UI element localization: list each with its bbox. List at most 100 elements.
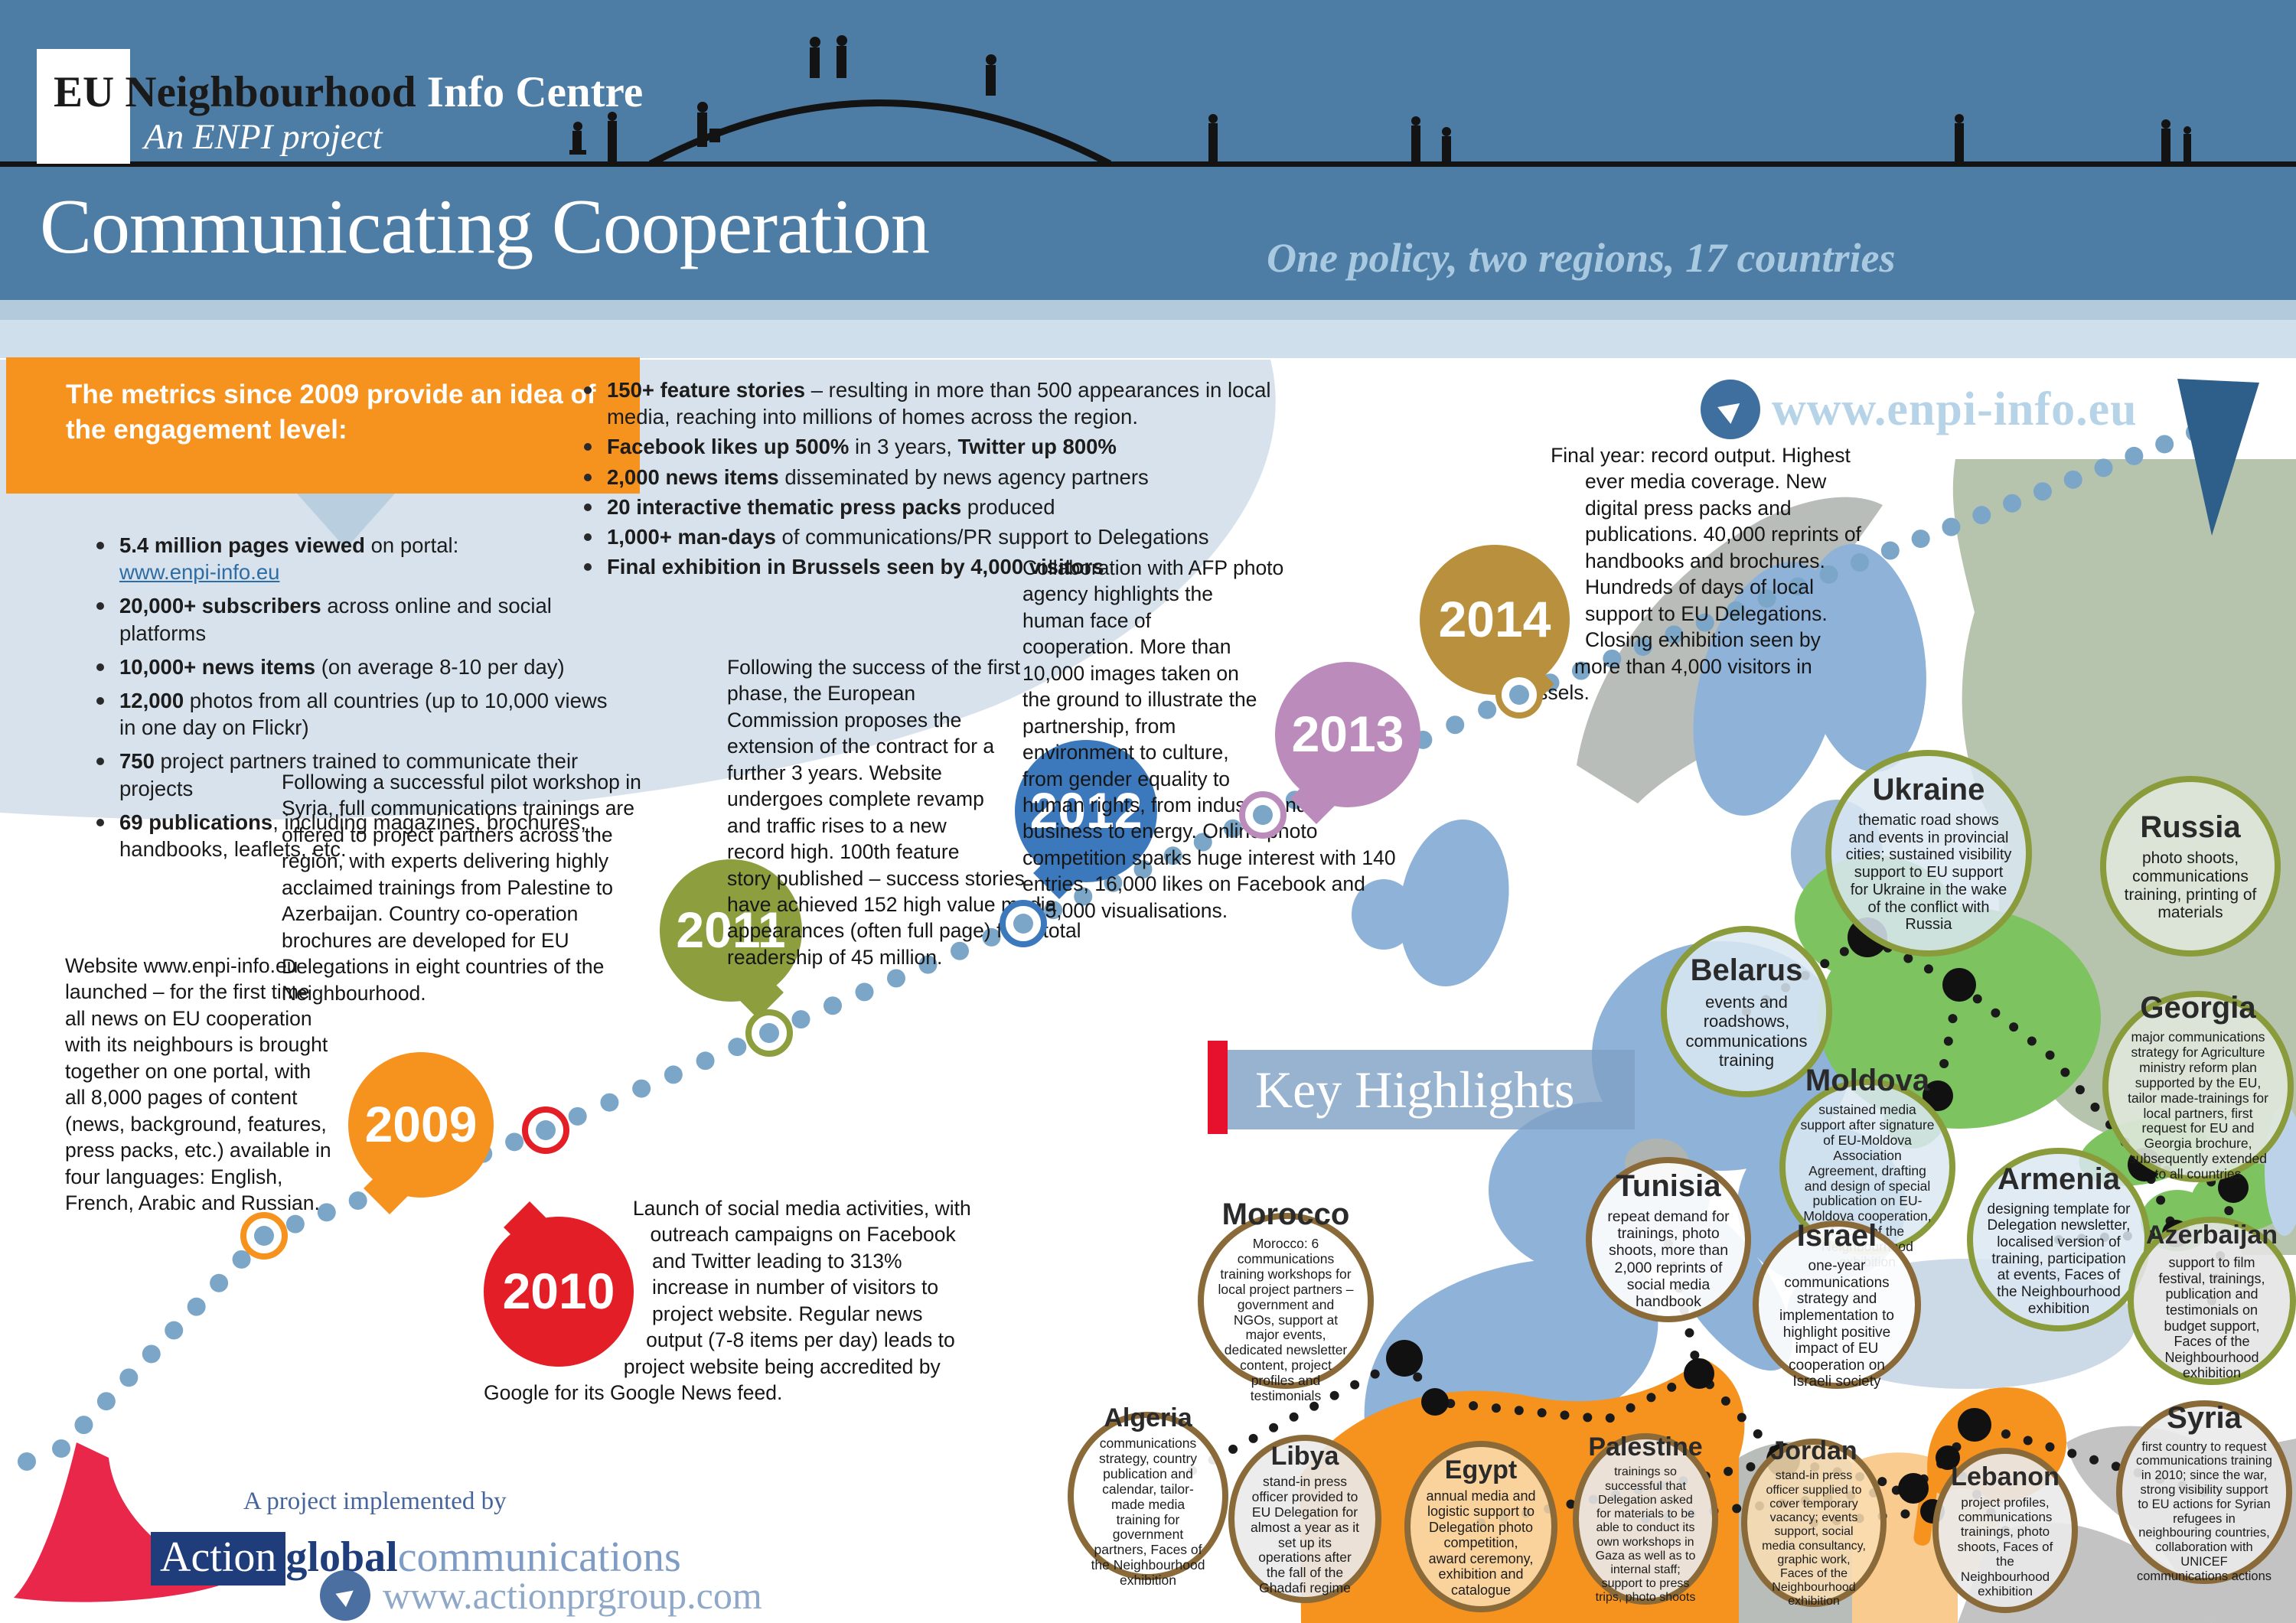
country-bubble-belarus: Belarus events and roadshows, communicat…	[1661, 926, 1832, 1097]
timeline-note: Following a successful pilot workshop in…	[282, 771, 641, 1005]
map-ireland	[1352, 879, 1416, 950]
country-note: repeat demand for trainings, photo shoot…	[1607, 1207, 1730, 1310]
country-note: project profiles, communications trainin…	[1957, 1494, 2053, 1599]
header-band	[0, 0, 2296, 300]
metrics-pointer-triangle	[297, 494, 395, 549]
key-highlights-title: Key Highlights	[1255, 1060, 1575, 1119]
bridge-silhouettes	[66, 35, 2191, 167]
country-note: events and roadshows, communications tra…	[1685, 992, 1808, 1070]
timeline-node-2013	[1239, 791, 1287, 839]
enpi-website-link[interactable]: www.enpi-info.eu	[1772, 383, 2138, 435]
metric-item: 750 project partners trained to communic…	[83, 748, 626, 801]
country-name: Algeria	[1104, 1403, 1192, 1432]
timeline-node-2009	[240, 1212, 288, 1260]
country-name: Lebanon	[1951, 1462, 2060, 1491]
country-note: photo shoots, communications training, p…	[2124, 849, 2257, 922]
map-uk	[1399, 819, 1509, 987]
country-bubble-algeria: Algeria communications strategy, country…	[1068, 1403, 1228, 1588]
country-note: stand-in press officer provided to EU De…	[1251, 1473, 1359, 1596]
timeline-entry-2011: 2011 Following a successful pilot worksh…	[282, 769, 802, 1098]
country-bubble-egypt: Egypt annual media and logistic support …	[1404, 1441, 1557, 1612]
metrics-heading-box: The metrics since 2009 provide an idea o…	[6, 357, 640, 494]
country-bubble-jordan: Jordan stand-in press officer supplied t…	[1741, 1436, 1887, 1608]
country-bubble-libya: Libya stand-in press officer provided to…	[1228, 1435, 1381, 1603]
timeline-entry-2014: 2014 Final year: record output. Highest …	[1420, 442, 1864, 764]
page-title: Communicating Cooperation	[40, 184, 930, 270]
country-name: Moldova	[1805, 1063, 1930, 1097]
implemented-by-label: A project implemented by	[243, 1488, 507, 1515]
metric-item: 69 publications, including magazines, br…	[83, 809, 626, 862]
divider-band-light	[0, 320, 2296, 358]
country-name: Ukraine	[1872, 772, 1985, 807]
actionpr-website-link[interactable]: www.actionprgroup.com	[383, 1574, 762, 1617]
metric-item: Final exhibition in Brussels seen by 4,0…	[570, 553, 1286, 580]
country-name: Russia	[2140, 810, 2241, 844]
timeline-entry-2009: 2009 Website www.enpi-info.eu launched –…	[65, 953, 494, 1274]
country-note: communications strategy, country publica…	[1091, 1435, 1205, 1589]
year-balloon-2014: 2014	[1420, 545, 1570, 710]
country-name: Morocco	[1221, 1197, 1350, 1231]
metrics-list-left: 5.4 million pages viewed on portal:www.e…	[83, 532, 626, 869]
country-bubble-azerbaijan: Azerbaijan support to film festival, tra…	[2128, 1217, 2296, 1385]
metric-item: 10,000+ news items (on average 8-10 per …	[83, 653, 626, 680]
country-note: thematic road shows and events in provin…	[1845, 811, 2012, 934]
country-note: stand-in press officer supplied to cover…	[1762, 1469, 1866, 1608]
country-name: Syria	[2167, 1400, 2242, 1435]
key-highlights-red-bar	[1208, 1041, 1228, 1134]
year-balloon-2011: 2011	[660, 859, 802, 1018]
paper-plane-icon	[320, 1570, 370, 1621]
country-name: Armenia	[1997, 1162, 2121, 1196]
person-sitting	[569, 122, 586, 155]
tagline: One policy, two regions, 17 countries	[1267, 235, 1896, 281]
country-name: Jordan	[1770, 1436, 1857, 1466]
timeline-note: Website www.enpi-info.eu launched – for …	[65, 954, 331, 1214]
country-name: Palestine	[1588, 1432, 1703, 1462]
action-sail-logo	[14, 1442, 233, 1602]
timeline-node-2011	[745, 1009, 793, 1057]
timeline-node-2012	[1000, 900, 1047, 947]
year-balloon-2012: 2012	[1015, 740, 1157, 899]
country-note: one-year communications strategy and imp…	[1779, 1257, 1894, 1390]
timeline-arrow-icon	[2177, 379, 2259, 536]
timeline-node-2010	[522, 1106, 569, 1154]
key-highlights-banner: Key Highlights	[1228, 1050, 1635, 1129]
country-name: Belarus	[1690, 953, 1803, 988]
country-note: first country to request communications …	[2136, 1439, 2272, 1583]
year-balloon-2013: 2013	[1275, 662, 1420, 824]
country-name: Azerbaijan	[2146, 1221, 2278, 1250]
country-note: trainings so successful that Delegation …	[1595, 1465, 1696, 1605]
country-bubble-syria: Syria first country to request communica…	[2116, 1400, 2292, 1584]
timeline-note: Collaboration with AFP photo agency high…	[1022, 556, 1396, 922]
metric-item: 20 interactive thematic press packs prod…	[570, 494, 1286, 520]
country-name: Georgia	[2140, 990, 2256, 1025]
timeline-note: Following the success of the first phase…	[727, 656, 1081, 969]
country-bubble-russia: Russia photo shoots, communications trai…	[2100, 776, 2281, 957]
country-bubble-georgia: Georgia major communications strategy fo…	[2102, 991, 2294, 1182]
country-bubble-tunisia: Tunisia repeat demand for trainings, pho…	[1586, 1157, 1751, 1322]
country-note: major communications strategy for Agricu…	[2128, 1028, 2268, 1182]
paper-plane-icon	[1701, 380, 1760, 439]
country-note: designing template for Delegation newsle…	[1987, 1201, 2131, 1317]
country-bubble-armenia: Armenia designing template for Delegatio…	[1967, 1148, 2151, 1331]
timeline-node-2014	[1495, 671, 1543, 719]
metric-item: 150+ feature stories – resulting in more…	[570, 376, 1286, 430]
divider-band-dark	[0, 300, 2296, 320]
timeline-note: Final year: record output. Highest ever …	[1505, 444, 1861, 704]
country-note: Morocco: 6 communications training works…	[1218, 1235, 1354, 1404]
logo-title: EU Neighbourhood Info Centre	[54, 68, 644, 116]
country-bubble-lebanon: Lebanon project profiles, communications…	[1932, 1448, 2078, 1613]
figures-right	[1208, 114, 2191, 163]
metric-item: 12,000 photos from all countries (up to …	[83, 687, 626, 741]
logo-subtitle: An ENPI project	[144, 117, 383, 157]
metric-item: Facebook likes up 500% in 3 years, Twitt…	[570, 433, 1286, 460]
metric-item: 5.4 million pages viewed on portal:www.e…	[83, 532, 626, 585]
country-bubble-palestine: Palestine trainings so successful that D…	[1573, 1432, 1718, 1605]
country-name: Libya	[1270, 1441, 1339, 1471]
metric-item: 1,000+ man-days of communications/PR sup…	[570, 523, 1286, 550]
metric-item: 20,000+ subscribers across online and so…	[83, 592, 626, 646]
timeline-entry-2012: 2012 Following the success of the first …	[727, 654, 1157, 1014]
enpi-portal-link[interactable]: www.enpi-info.eu	[119, 560, 280, 585]
person-climbing	[697, 102, 720, 147]
